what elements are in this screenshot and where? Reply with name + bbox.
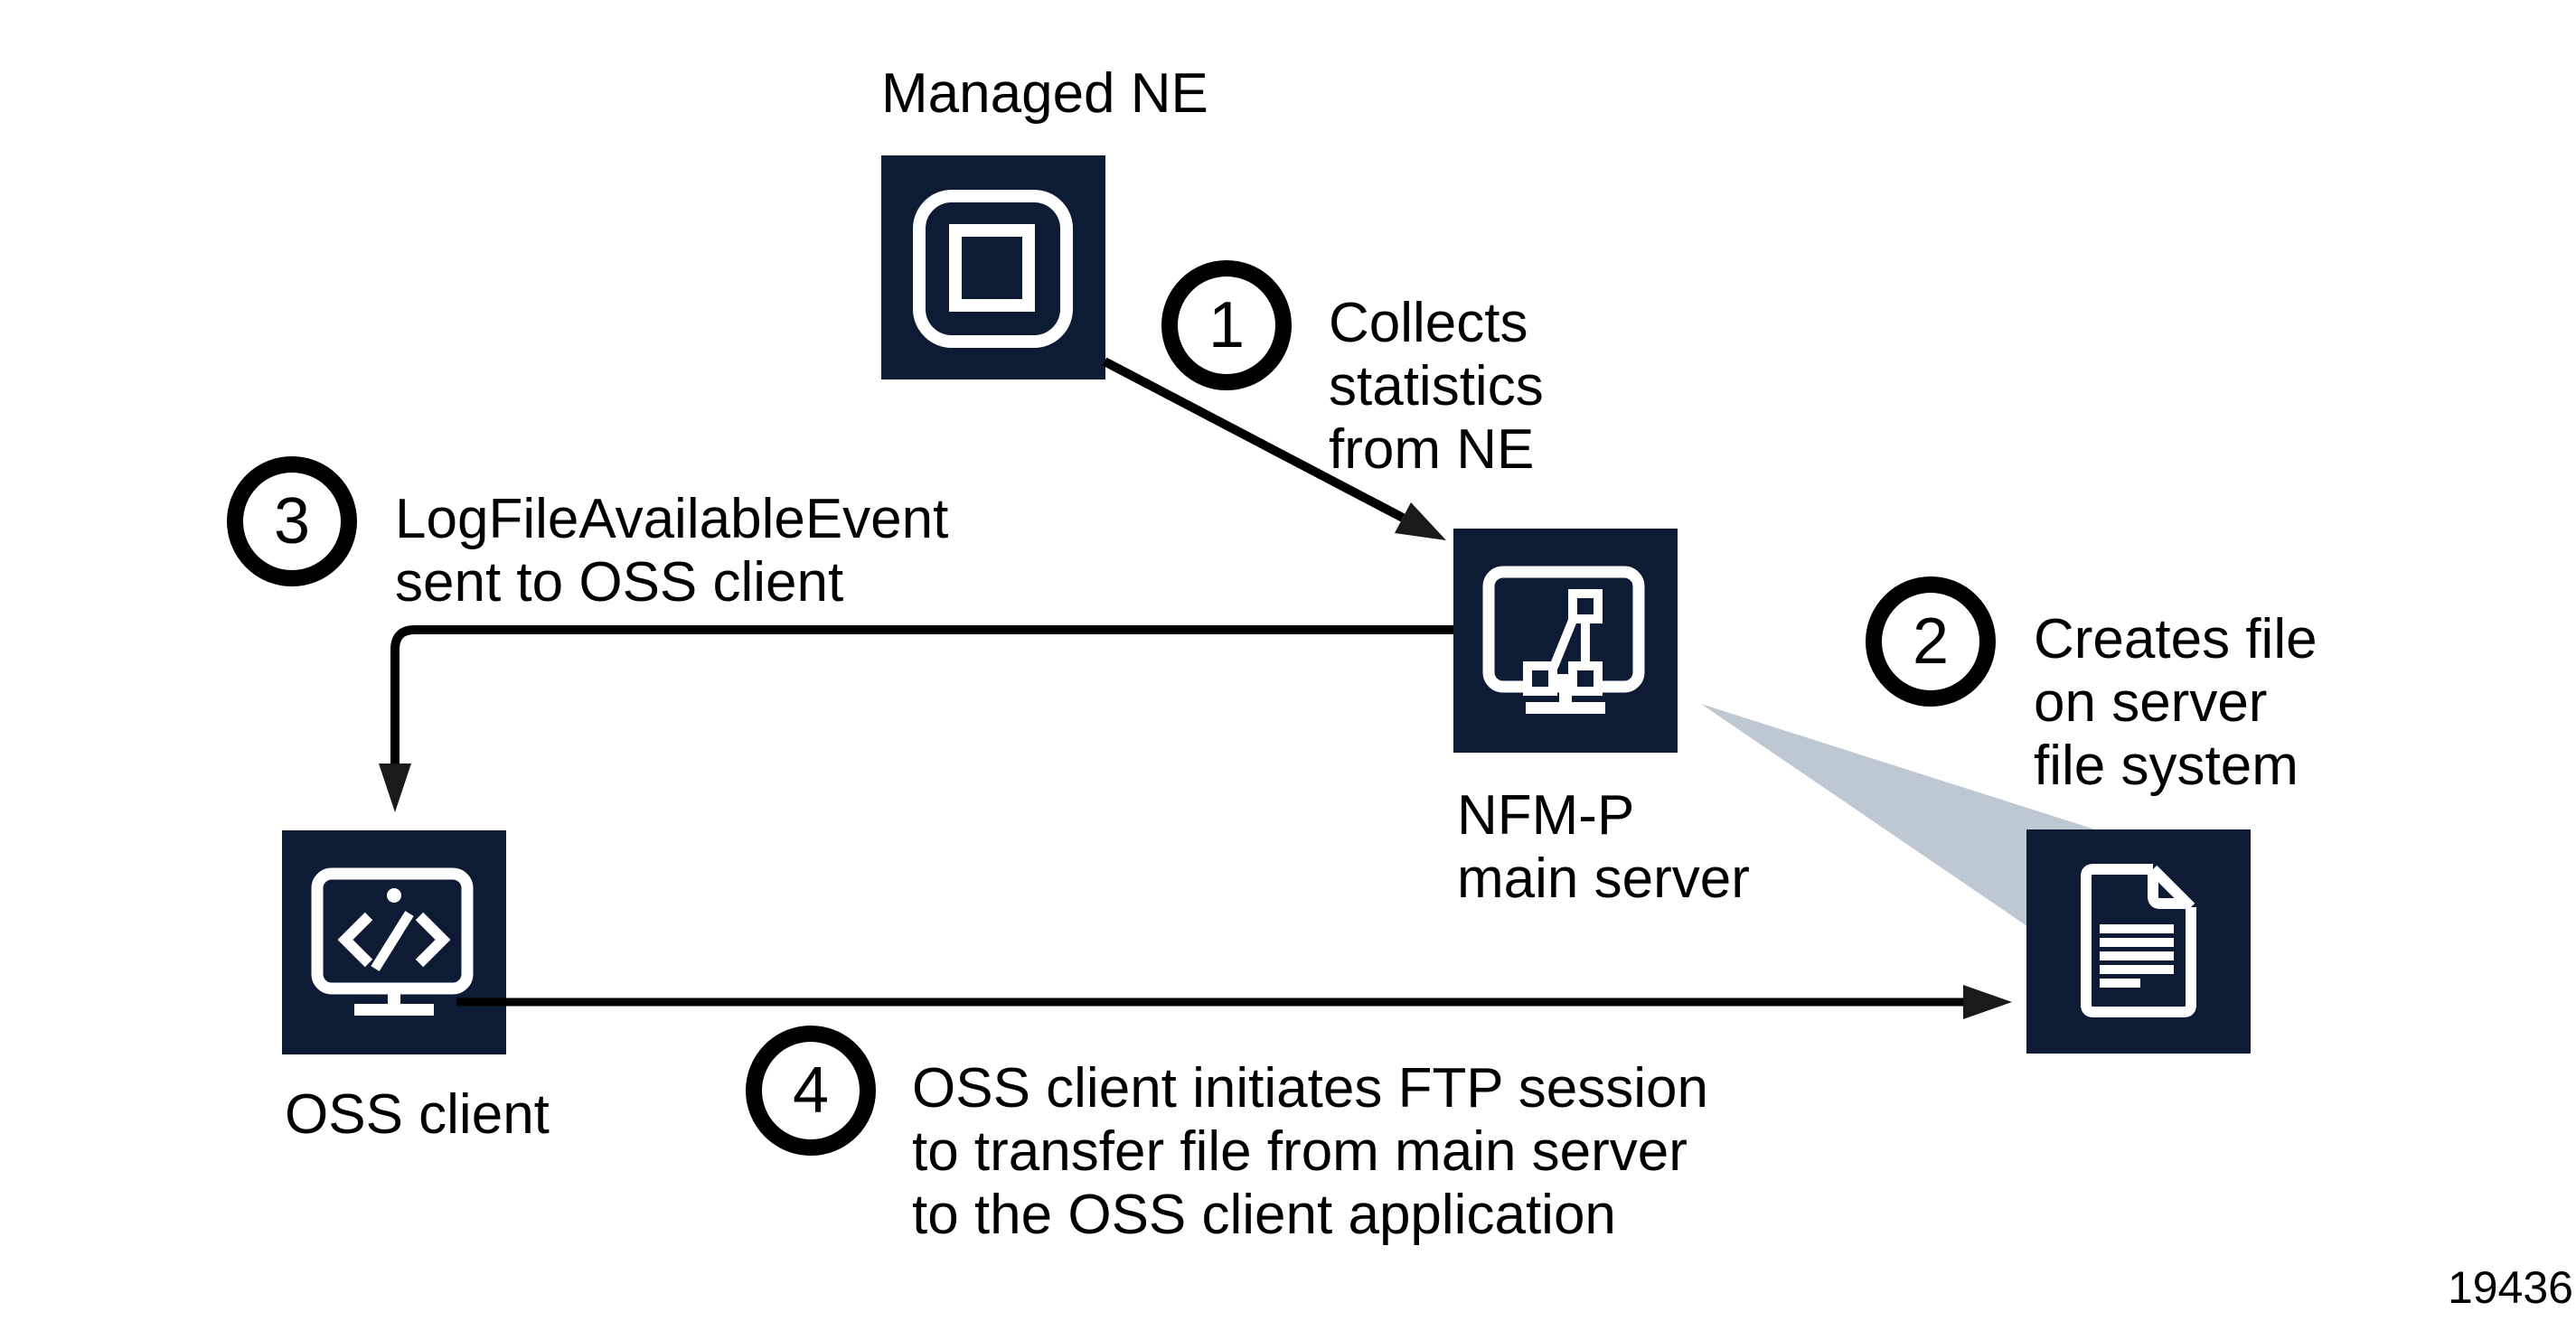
step-3-number: 3 xyxy=(273,485,311,557)
step-1-number: 1 xyxy=(1208,289,1246,361)
step-2-badge: 2 xyxy=(1866,576,1996,707)
server-file-icon xyxy=(2026,829,2251,1054)
arrow-collects-statistics xyxy=(1102,357,1446,540)
arrow-logfile-event xyxy=(379,625,1453,812)
figure-number: 19436 xyxy=(2447,1262,2573,1313)
step-4-badge: 4 xyxy=(746,1026,876,1156)
step-1-text: Collects statistics from NE xyxy=(1329,292,1544,481)
nfmp-main-server-icon xyxy=(1453,529,1678,753)
oss-client-label: OSS client xyxy=(285,1083,550,1146)
step-4-text: OSS client initiates FTP session to tran… xyxy=(912,1057,1708,1246)
oss-client-icon xyxy=(282,830,506,1054)
nfmp-main-server-label: NFM-P main server xyxy=(1457,784,1750,910)
step-4-number: 4 xyxy=(792,1054,830,1127)
managed-ne-label: Managed NE xyxy=(881,62,1208,125)
creates-file-wedge xyxy=(1701,704,2115,931)
step-1-badge: 1 xyxy=(1161,260,1292,390)
document-file-icon xyxy=(2081,864,2196,1017)
client-monitor-code-icon xyxy=(311,867,474,1016)
managed-ne-icon xyxy=(881,155,1105,379)
server-monitor-topology-icon xyxy=(1482,566,1645,714)
step-3-text: LogFileAvailableEvent sent to OSS client xyxy=(395,488,949,614)
network-element-icon xyxy=(913,190,1073,348)
step-3-badge: 3 xyxy=(227,456,357,586)
step-2-text: Creates file on server file system xyxy=(2034,608,2317,797)
arrow-ftp-session xyxy=(456,985,2012,1019)
step-2-number: 2 xyxy=(1912,605,1950,678)
